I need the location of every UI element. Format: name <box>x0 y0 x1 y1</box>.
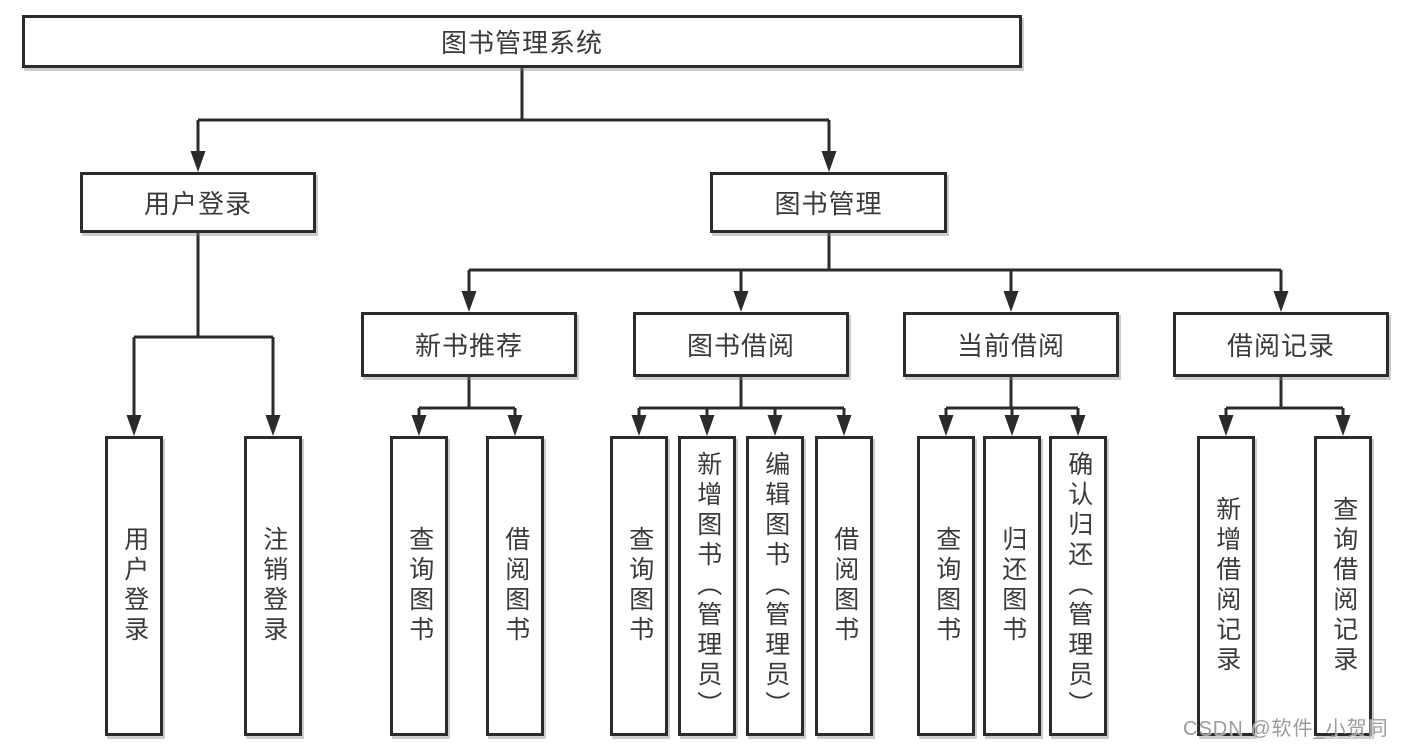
leaf-user-login: 用户登录 <box>105 436 163 736</box>
leaf-query-books-2: 查询图书 <box>610 436 668 736</box>
csdn-watermark: CSDN @软件_小贺同学 <box>1183 718 1389 740</box>
leaf-query-borrow-record: 查询借阅记录 <box>1314 436 1372 736</box>
leaf-query-books-3: 查询图书 <box>917 436 975 736</box>
node-user-login-branch: 用户登录 <box>80 172 316 233</box>
node-borrow-records: 借阅记录 <box>1173 312 1389 377</box>
leaf-edit-books-admin: 编辑图书（管理员） <box>746 436 804 736</box>
leaf-borrow-books-1: 借阅图书 <box>486 436 544 736</box>
node-current-borrow: 当前借阅 <box>903 312 1119 377</box>
leaf-borrow-books-2: 借阅图书 <box>815 436 873 736</box>
leaf-add-books-admin: 新增图书（管理员） <box>678 436 736 736</box>
node-root: 图书管理系统 <box>22 15 1022 68</box>
leaf-query-books-1: 查询图书 <box>390 436 448 736</box>
node-book-management: 图书管理 <box>710 172 947 233</box>
leaf-return-books: 归还图书 <box>983 436 1041 736</box>
leaf-confirm-return-admin: 确认归还（管理员） <box>1049 436 1107 736</box>
leaf-logout: 注销登录 <box>244 436 302 736</box>
node-new-book-recommend: 新书推荐 <box>361 312 577 377</box>
leaf-add-borrow-record: 新增借阅记录 <box>1197 436 1255 736</box>
node-book-borrow: 图书借阅 <box>633 312 849 377</box>
